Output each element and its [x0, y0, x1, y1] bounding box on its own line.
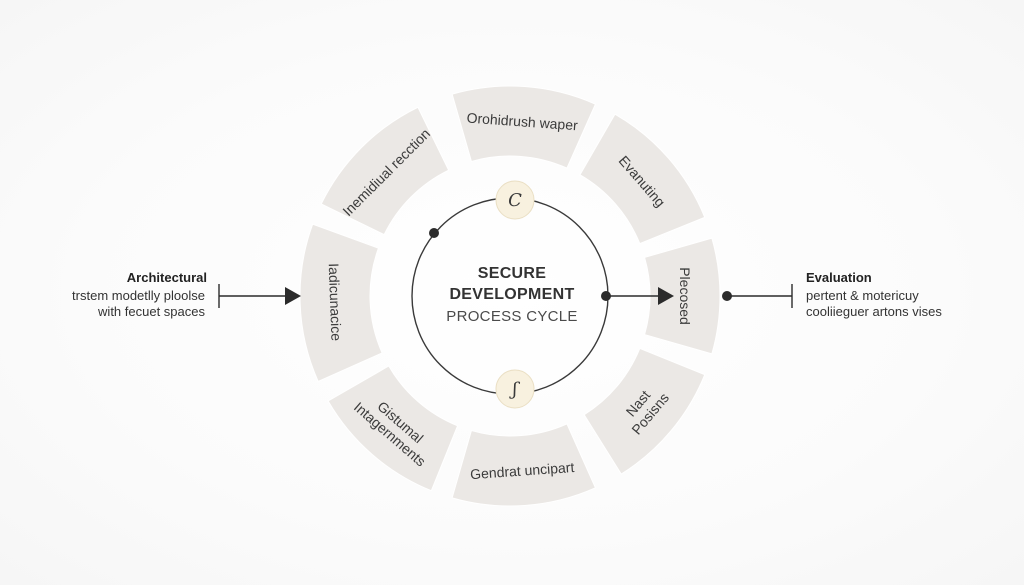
ring-segment: Inemidiual recction: [320, 106, 450, 236]
ring-segment-shape: [451, 423, 597, 507]
node-bottom-circle: [495, 369, 535, 409]
left-panel-line2: with fecuet spaces: [97, 304, 205, 319]
ring-segment: Evanuting: [579, 113, 706, 245]
center-subtitle: PROCESS CYCLE: [446, 308, 577, 325]
center-title-line2: DEVELOPMENT: [449, 286, 574, 303]
ring-segment-label: Orohidrush waper: [466, 110, 578, 134]
left-panel-title: Architectural: [127, 270, 207, 285]
ring-segments: Orohidrush waperEvanutingPlecosedNastPos…: [299, 85, 721, 507]
cycle-node-top: C: [495, 180, 535, 220]
right-panel-line1: pertent & motericuy: [806, 288, 919, 303]
ring-segment: NastPosisns: [583, 347, 706, 475]
ring-segment-label: Plecosed: [677, 267, 693, 325]
right-panel: Evaluation pertent & motericuy cooliiegu…: [806, 270, 942, 319]
left-panel-line1: trstem modetlly ploolse: [72, 288, 205, 303]
center-title-line1: SECURE: [478, 265, 547, 282]
ring-segment-shape: [320, 106, 450, 236]
left-panel: Architectural trstem modetlly ploolse wi…: [72, 270, 207, 319]
node-top-glyph: C: [508, 190, 522, 211]
ring-segment-shape: [451, 85, 597, 169]
ring-segment: Iadicunacice: [299, 223, 383, 383]
ring-segment-shape: [583, 347, 706, 475]
ring-segment-shape: [299, 223, 383, 383]
cycle-node-bottom: ʃ: [495, 369, 535, 409]
ring-segment-shape: [579, 113, 706, 245]
ring-segment-shape: [327, 365, 459, 492]
ring-segment-shape: [643, 237, 721, 355]
ring-segment: GistumalIntagernments: [327, 365, 459, 492]
ring-segment-label: Gendrat uncipart: [470, 459, 575, 482]
ring-segment-label: Iadicunacice: [326, 263, 345, 342]
inner-right-arrow-head: [658, 287, 674, 305]
right-panel-line2: cooliieguer artons vises: [806, 304, 942, 319]
node-top-circle: [495, 180, 535, 220]
ring-segment: Plecosed: [643, 237, 721, 355]
ring-segment: Orohidrush waper: [451, 85, 597, 169]
left-connector-arrow-head: [285, 287, 301, 305]
right-panel-title: Evaluation: [806, 270, 872, 285]
cycle-dot-left: [429, 228, 439, 238]
ring-segment: Gendrat uncipart: [451, 423, 597, 507]
